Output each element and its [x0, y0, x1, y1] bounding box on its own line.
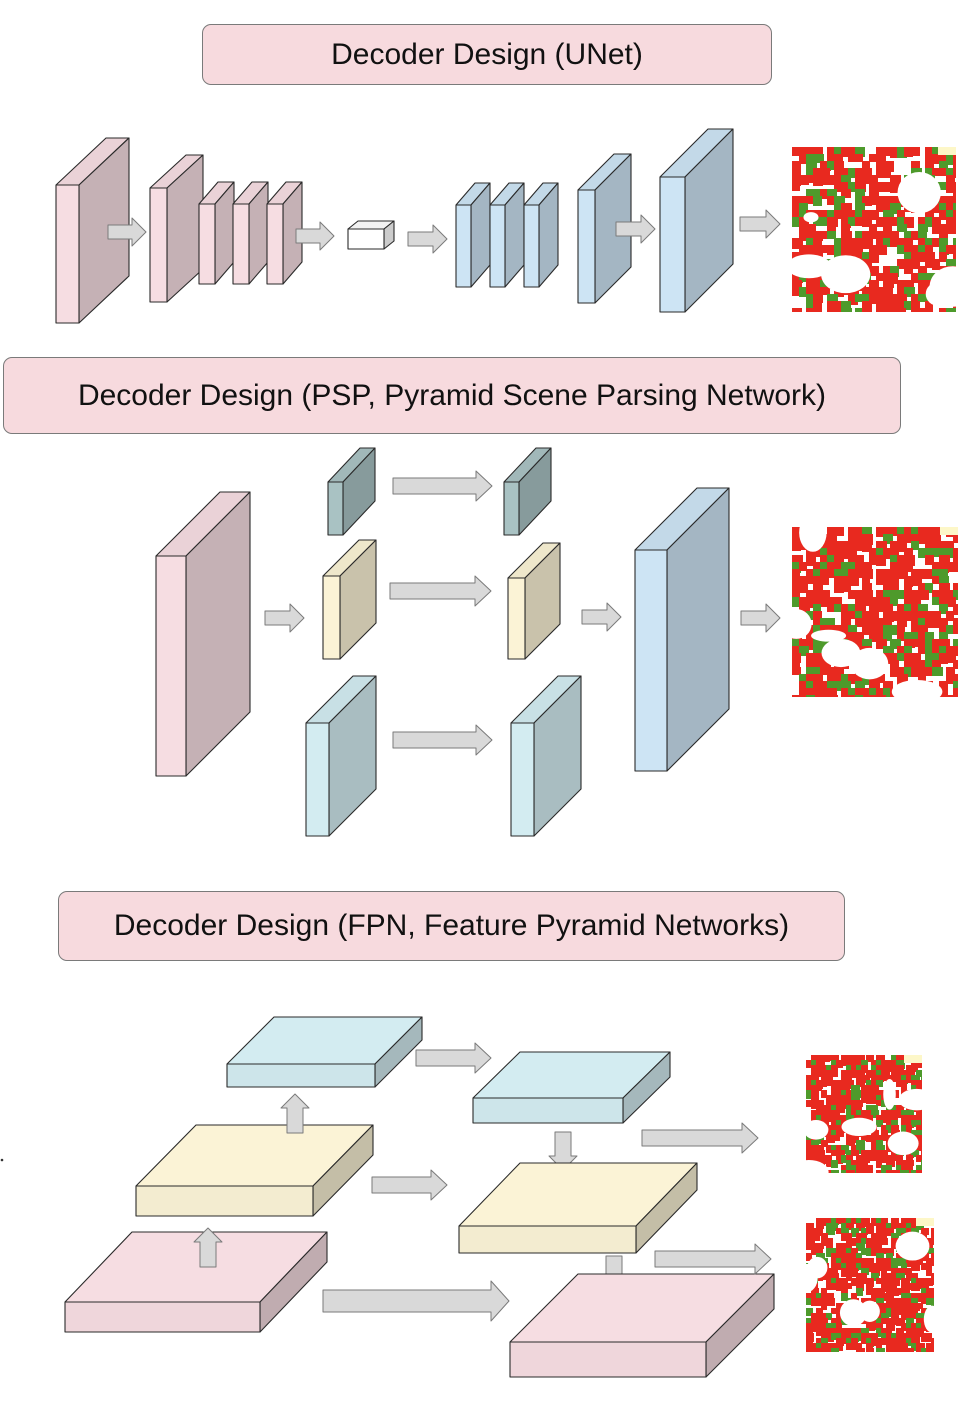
psp-output-block [634, 487, 730, 772]
psp-output-mask [781, 513, 958, 704]
fpn-lateral-arrow-1 [322, 1280, 510, 1322]
fpn-output-arrow-1 [641, 1122, 759, 1154]
fpn-bottom-up-level-3 [226, 1016, 423, 1088]
unet-arrow-4 [615, 214, 656, 244]
unet-encoder-block-2 [149, 154, 204, 303]
fpn-bottom-up-level-2 [135, 1124, 374, 1217]
unet-decoder-block-2 [489, 182, 525, 288]
fpn-up-arrow-2 [280, 1093, 310, 1134]
unet-encoder-block-1 [55, 137, 130, 324]
psp-pool-block-2 [322, 539, 377, 660]
unet-arrow-1 [107, 217, 147, 247]
unet-arrow-2 [295, 221, 335, 251]
psp-upsample-block-2 [507, 542, 561, 660]
unet-arrow-3 [407, 224, 448, 254]
psp-arrow-in [264, 603, 305, 633]
psp-input-block [155, 491, 251, 777]
psp-arrow-branch-1 [392, 470, 493, 502]
psp-arrow-out [740, 603, 781, 633]
fpn-output-arrow-2 [654, 1243, 772, 1275]
psp-arrow-branch-2 [389, 575, 492, 607]
unet-bottleneck [347, 220, 395, 250]
psp-upsample-block-3 [510, 675, 582, 837]
unet-decoder-block-5 [659, 128, 734, 313]
fpn-lateral-arrow-2 [371, 1169, 448, 1201]
fpn-lateral-arrow-3 [415, 1042, 492, 1074]
fpn-up-arrow-1 [193, 1227, 223, 1268]
unet-arrow-5 [739, 209, 781, 239]
psp-arrow-merge [581, 602, 622, 632]
unet-encoder-block-5 [266, 181, 303, 285]
fpn-title: Decoder Design (FPN, Feature Pyramid Net… [58, 891, 845, 961]
unet-encoder-block-3 [198, 181, 235, 285]
unet-output-mask [786, 147, 967, 312]
fpn-top-down-level-2 [458, 1162, 698, 1254]
unet-decoder-block-4 [577, 153, 632, 304]
psp-arrow-branch-3 [392, 724, 493, 756]
psp-title: Decoder Design (PSP, Pyramid Scene Parsi… [3, 357, 901, 434]
unet-decoder-block-1 [455, 182, 491, 288]
fpn-top-down-level-3 [472, 1051, 671, 1124]
psp-upsample-block-1 [503, 447, 552, 536]
unet-title: Decoder Design (UNet) [202, 24, 772, 85]
unet-encoder-block-4 [232, 181, 269, 285]
psp-pool-block-1 [327, 447, 376, 536]
fpn-top-down-level-1 [509, 1273, 775, 1378]
fpn-bottom-up-level-1 [64, 1231, 328, 1333]
fpn-output-mask-1 [789, 1055, 935, 1184]
unet-decoder-block-3 [523, 182, 559, 288]
psp-pool-block-3 [305, 675, 377, 837]
fpn-output-mask-2 [796, 1218, 941, 1352]
edge-dot [0, 1158, 4, 1162]
